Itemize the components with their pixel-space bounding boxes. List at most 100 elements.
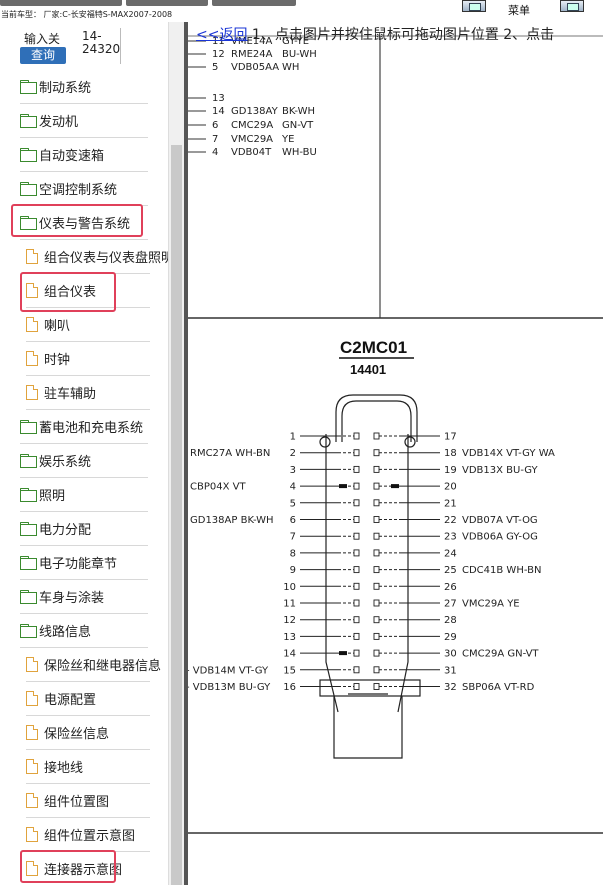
pin-terminal [353,683,360,690]
tree-file[interactable]: 接地线 [26,751,83,781]
tree-folder[interactable]: 电子功能章节 [20,547,117,577]
folder-icon [20,182,37,196]
menu-grid-icon[interactable] [560,0,584,12]
wire-color: BK-WH [282,106,315,117]
tree-folder[interactable]: 仪表与警告系统 [20,207,130,237]
row-divider [20,647,148,648]
toolbar-button[interactable] [126,0,208,6]
right-pin-label: VDB13X BU-GY [462,465,539,476]
folder-icon [20,488,37,502]
pin-number: 8 [290,548,296,559]
tree-folder[interactable]: 线路信息 [20,615,91,645]
left-pin-label: - VDB13M BU-GY [188,682,271,693]
right-pin-label: CDC41B WH-BN [462,565,541,576]
tree-item-label: 照明 [39,488,66,504]
divider [120,28,121,64]
document-icon [26,316,38,332]
pin-number: 22 [444,515,457,526]
pin-terminal [373,549,380,557]
pin-terminal [353,616,360,624]
highlight-box [20,850,116,883]
tree-item-label: 电子功能章节 [39,556,118,572]
pin-terminal [353,566,360,574]
toolbar-button[interactable] [212,0,296,6]
pin-terminal [353,465,360,473]
wire-code: GD138AY [231,106,279,117]
top-toolbar: 当前车型： 厂家:C-长安福特S-MAX2007-2008 菜单 [0,0,603,22]
tree-file[interactable]: 喇叭 [26,309,70,339]
terminal-marker [339,651,347,656]
pin-terminal [353,666,360,674]
tree-file[interactable]: 保险丝和继电器信息 [26,649,161,679]
folder-open-icon [20,624,37,638]
pin-terminal [373,616,380,624]
pin-number: 10 [283,582,296,593]
tree-folder[interactable]: 制动系统 [20,71,91,101]
query-button[interactable]: 查询 [20,47,66,64]
tree-file[interactable]: 保险丝信息 [26,717,109,747]
tree-file[interactable]: 组合仪表 [26,275,96,305]
instruction-text: 1、点击图片并按住鼠标可拖动图片位置 2、点击 [247,27,555,43]
tree-item-label: 时钟 [44,352,71,368]
tree-file[interactable]: 连接器示意图 [26,853,122,883]
folder-icon [20,522,37,536]
back-link[interactable]: <<返回 [196,27,248,43]
pin-terminal [353,649,360,657]
terminal-marker [339,484,347,489]
tree-file[interactable]: 组件位置图 [26,785,109,815]
pin-number: 9 [290,565,296,576]
left-pin-label: CBP04X VT [190,482,246,493]
row-divider [26,749,150,750]
pin-number: 20 [444,482,457,493]
tree-item-label: 线路信息 [39,624,92,640]
row-divider [26,341,150,342]
pin-number: 14 [212,106,225,117]
pin-terminal [373,499,380,507]
pin-number: 2 [290,448,296,459]
document-icon [26,282,38,298]
tree-file[interactable]: 时钟 [26,343,70,373]
tree-file[interactable]: 驻车辅助 [26,377,96,407]
tree-folder[interactable]: 娱乐系统 [20,445,91,475]
pin-number: 16 [283,682,296,693]
pin-number: 4 [212,147,218,158]
row-divider [26,817,150,818]
keyword-input-label[interactable]: 输入关 [24,32,61,46]
wire-code: VDB05AA [231,62,279,73]
tree-folder[interactable]: 车身与涂装 [20,581,104,611]
folder-icon [20,454,37,468]
tree-folder[interactable]: 照明 [20,479,65,509]
tree-file[interactable]: 组件位置示意图 [26,819,135,849]
tree-folder[interactable]: 自动变速箱 [20,139,104,169]
tree-folder[interactable]: 空调控制系统 [20,173,117,203]
pin-terminal [373,632,380,640]
tree-file[interactable]: 组合仪表与仪表盘照明 [26,241,174,271]
tree-item-label: 自动变速箱 [39,148,105,164]
search-area: 输入关 查询 14- 24320 [0,22,184,70]
frame-divider[interactable] [184,22,188,885]
pin-number: 5 [290,498,296,509]
connector-part-number: 14401 [350,362,386,377]
tree-file[interactable]: 电源配置 [26,683,96,713]
row-divider [20,103,148,104]
print-icon[interactable] [462,0,486,12]
pin-terminal [373,449,380,457]
row-divider [20,511,148,512]
tree-folder[interactable]: 电力分配 [20,513,91,543]
document-icon [26,860,38,876]
connector-id: C2MC01 [340,338,407,357]
scrollbar-thumb[interactable] [171,145,182,885]
toolbar-button[interactable] [0,0,122,6]
left-pin-label: RMC27A WH-BN [190,448,270,459]
tree-folder[interactable]: 蓄电池和充电系统 [20,411,143,441]
pin-number: 6 [290,515,296,526]
row-divider [20,613,148,614]
wire-code: VME14A [231,36,273,47]
menu-label[interactable]: 菜单 [508,4,530,17]
document-icon [26,690,38,706]
tree-folder[interactable]: 发动机 [20,105,78,135]
document-icon [26,384,38,400]
